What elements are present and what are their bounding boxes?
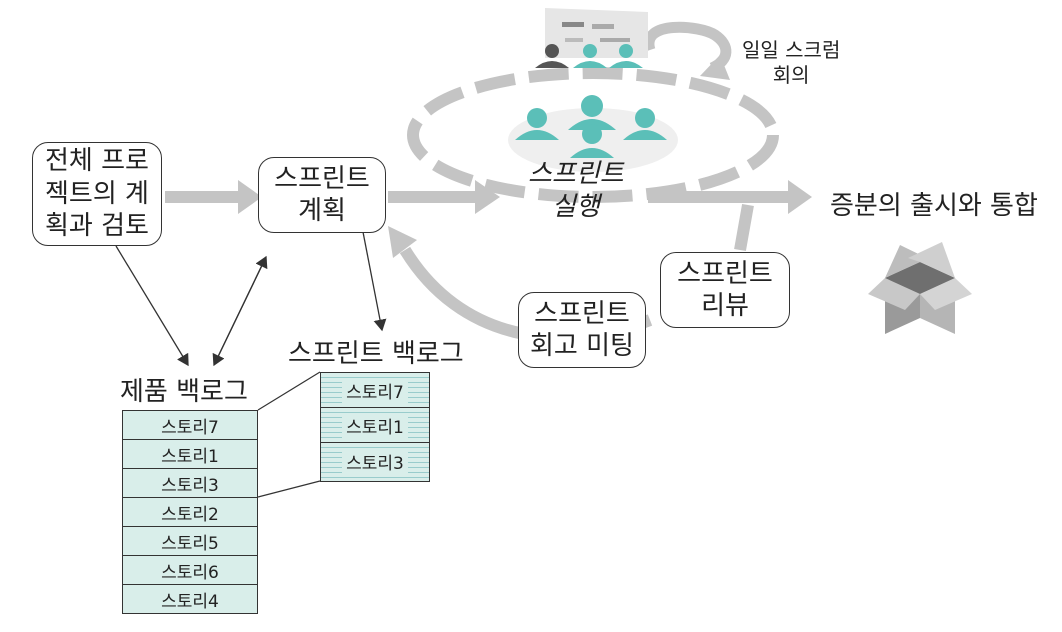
arrow-execution-to-release <box>648 180 812 214</box>
thin-arrow-sprint-plan-to-sprint-backlog <box>362 231 387 332</box>
daily-scrum-line-2: 회의 <box>772 63 810 87</box>
list-item: 스토리2 <box>123 498 257 527</box>
list-item: 스토리7 <box>123 411 257 440</box>
release-label: 증분의 출시와 통합 <box>830 191 1038 221</box>
sprint-retro-box: 스프린트 회고 미팅 <box>518 292 646 368</box>
sprint-execution-label: 스프린트 실행 <box>528 158 624 223</box>
product-backlog-title: 제품 백로그 <box>120 377 248 407</box>
sprint-retro-line-1: 스프린트 <box>534 298 630 329</box>
list-item: 스토리3 <box>321 443 429 480</box>
daily-scrum-curl-head <box>700 55 730 80</box>
sprint-plan-line-1: 스프린트 <box>274 163 370 194</box>
sprint-execution-line-2: 실행 <box>551 191 600 222</box>
daily-scrum-label: 일일 스크럼 회의 <box>742 38 840 88</box>
sprint-backlog-item-text: 스토리7 <box>342 377 408 403</box>
people-icon <box>535 44 643 68</box>
arrow-sprint-plan-to-execution <box>388 180 500 214</box>
list-item: 스토리4 <box>161 592 219 612</box>
sprint-plan-box: 스프린트 계획 <box>258 157 386 233</box>
daily-scrum-curl-arrow <box>643 21 732 74</box>
sprint-review-line-1: 스프린트 <box>677 258 773 289</box>
list-item: 스토리1 <box>123 440 257 469</box>
sprint-loop-dashed-ellipse <box>407 67 779 203</box>
overall-plan-line-1: 전체 프로 <box>45 146 149 177</box>
list-item: 스토리6 <box>123 556 257 585</box>
sprint-plan-line-2: 계획 <box>298 196 346 226</box>
sprint-backlog-item-text: 스토리3 <box>342 449 408 474</box>
sprint-review-line-2: 리뷰 <box>701 291 749 321</box>
thin-arrow-plan-to-product-backlog <box>115 245 189 367</box>
sprint-review-box: 스프린트 리뷰 <box>660 252 790 328</box>
sprint-team-people-icon <box>515 95 667 158</box>
sprint-execution-line-1: 스프린트 <box>528 159 624 189</box>
arrow-feedback-head <box>388 226 417 258</box>
sprint-backlog-list: 스토리7 스토리1 스토리3 <box>320 372 430 482</box>
list-item: 스토리7 <box>321 373 429 408</box>
sprint-backlog-title: 스프린트 백로그 <box>288 339 464 369</box>
arrow-plan-to-sprint-plan <box>165 180 262 214</box>
thin-arrow-product-backlog-to-sprint-plan-tail <box>212 256 267 367</box>
list-item: 스토리3 <box>123 469 257 498</box>
list-item: 스토리1 <box>321 408 429 443</box>
list-item: 스토리5 <box>123 527 257 556</box>
connector-backlog-top <box>257 371 321 411</box>
overall-plan-box: 전체 프로 젝트의 계 획과 검토 <box>32 142 162 246</box>
sprint-retro-line-2: 회고 미팅 <box>530 331 634 361</box>
box-icon <box>868 242 972 334</box>
daily-scrum-line-1: 일일 스크럼 <box>742 38 841 62</box>
overall-plan-line-2: 젝트의 계 <box>45 178 149 209</box>
product-backlog-list: 스토리7 스토리1 스토리3 스토리2 스토리5 스토리6 스토리4 <box>122 410 258 614</box>
overall-plan-line-3: 획과 검토 <box>45 211 149 242</box>
connector-backlog-bottom <box>257 480 321 498</box>
sprint-backlog-item-text: 스토리1 <box>342 412 408 438</box>
